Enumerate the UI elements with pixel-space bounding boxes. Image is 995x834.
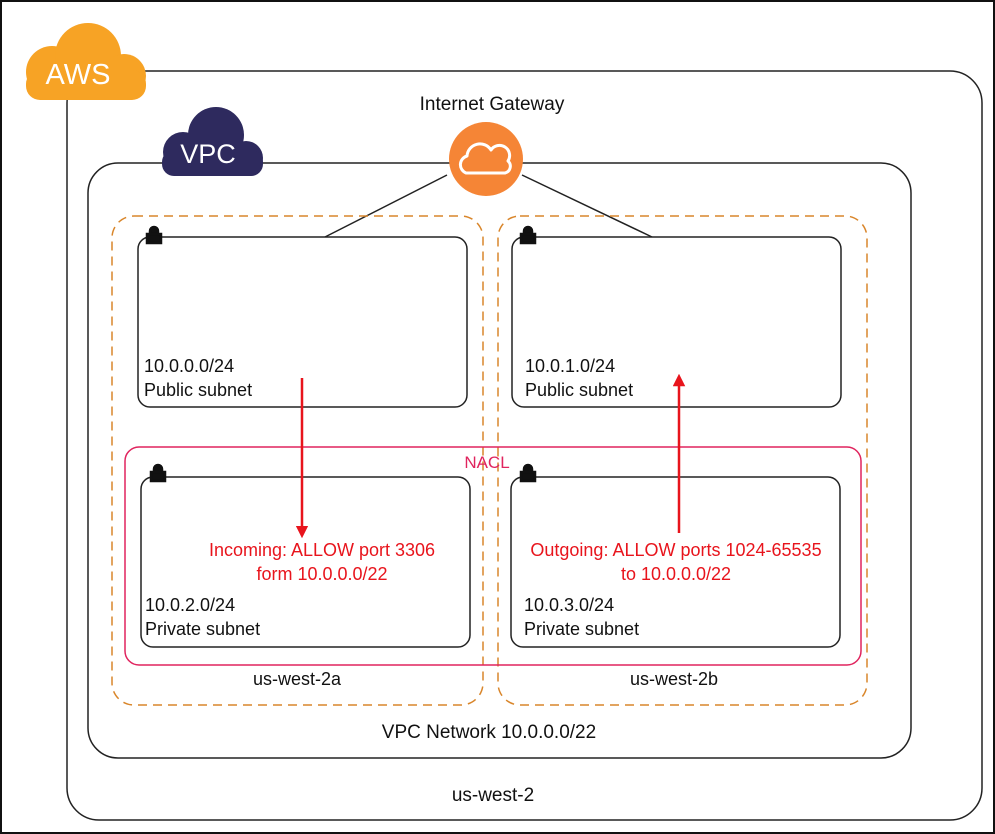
incoming-rule-line1: Incoming: ALLOW port 3306 — [209, 540, 435, 560]
internet-gateway-icon — [449, 122, 523, 196]
incoming-rule-line2: form 10.0.0.0/22 — [256, 564, 387, 584]
subnet-type: Public subnet — [525, 380, 633, 400]
subnet-cidr: 10.0.3.0/24 — [524, 595, 614, 615]
cloud-icon — [458, 142, 512, 175]
lock-icon — [519, 225, 537, 245]
outgoing-rule-line2: to 10.0.0.0/22 — [621, 564, 731, 584]
region-box — [66, 70, 983, 821]
lock-icon — [145, 225, 163, 245]
vpc-cloud-icon: VPC — [162, 107, 263, 176]
zone-label-us-west-2b: us-west-2b — [630, 669, 718, 689]
lock-icon — [149, 463, 167, 483]
zone-label-us-west-2a: us-west-2a — [253, 669, 342, 689]
outgoing-rule-line1: Outgoing: ALLOW ports 1024-65535 — [530, 540, 821, 560]
aws-label: AWS — [46, 59, 111, 91]
subnet-box-private-a — [140, 476, 471, 648]
vpc-network-label: VPC Network 10.0.0.0/22 — [382, 722, 596, 743]
subnet-cidr: 10.0.2.0/24 — [145, 595, 235, 615]
nacl-box — [124, 446, 862, 666]
aws-cloud-icon: AWS — [26, 23, 146, 100]
lock-icon — [519, 463, 537, 483]
internet-gateway-label: Internet Gateway — [420, 94, 565, 115]
subnet-cidr: 10.0.0.0/24 — [144, 356, 234, 376]
nacl-label: NACL — [464, 453, 509, 472]
igw-link-left — [324, 174, 448, 238]
subnet-cidr: 10.0.1.0/24 — [525, 356, 615, 376]
region-label: us-west-2 — [452, 785, 534, 806]
vpc-badge-label: VPC — [180, 139, 236, 169]
subnet-box-public-b — [511, 236, 842, 408]
subnet-type: Private subnet — [145, 619, 260, 639]
subnet-type: Public subnet — [144, 380, 252, 400]
igw-link-right — [521, 174, 653, 238]
subnet-box-private-b — [510, 476, 841, 648]
subnet-type: Private subnet — [524, 619, 639, 639]
